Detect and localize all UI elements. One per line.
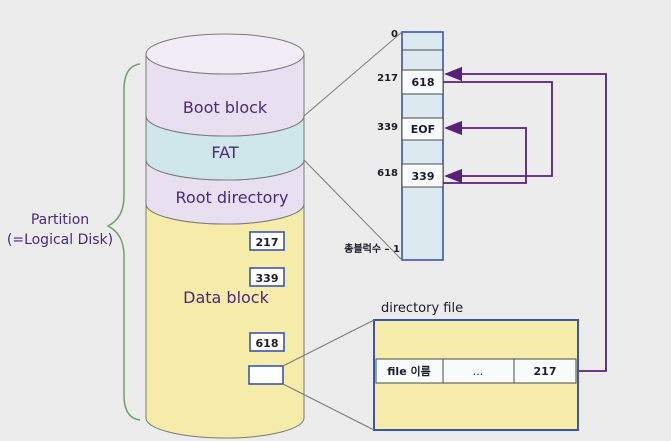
block-number-618: 618 bbox=[256, 337, 279, 350]
chain-arrow-618-to-339 bbox=[443, 81, 553, 184]
block-box-217 bbox=[249, 231, 285, 251]
chain-arrow-339-to-eof bbox=[443, 120, 527, 184]
block-box-339 bbox=[249, 267, 285, 287]
fat-index-0: 0 bbox=[391, 29, 398, 40]
block-number-217: 217 bbox=[256, 236, 279, 249]
fat-entry-618 bbox=[401, 163, 444, 188]
fat-index-339: 339 bbox=[377, 122, 398, 133]
fat-entry-value-618: 618 bbox=[412, 76, 435, 89]
block-number-339: 339 bbox=[256, 272, 279, 285]
fat-entry-value-eof: EOF bbox=[411, 123, 435, 136]
directory-entry-start-block: 217 bbox=[534, 365, 557, 378]
block-box-618 bbox=[249, 332, 285, 352]
fat-index-618: 618 bbox=[377, 168, 398, 179]
partition-label-line2: (=Logical Disk) bbox=[7, 232, 113, 248]
fat-connector-top bbox=[303, 31, 403, 117]
fat-entry-217 bbox=[401, 69, 444, 95]
root-directory-label: Root directory bbox=[176, 188, 289, 207]
partition-label-line1: Partition bbox=[31, 212, 89, 228]
fat-table bbox=[401, 31, 444, 261]
dir-connector-bottom bbox=[282, 383, 375, 431]
dir-connector-top bbox=[282, 319, 375, 367]
fat-entry-339 bbox=[401, 117, 444, 141]
empty-block-box bbox=[248, 365, 284, 385]
cylinder-top bbox=[145, 33, 305, 75]
directory-file-title: directory file bbox=[381, 301, 463, 316]
fat-index-last: 총블럭수 – 1 bbox=[344, 242, 400, 255]
partition-brace bbox=[106, 63, 141, 421]
fat-index-217: 217 bbox=[377, 73, 398, 84]
fat-connector-bottom bbox=[303, 159, 403, 261]
directory-entry-filename: file 이름 bbox=[387, 364, 430, 378]
data-block-label: Data block bbox=[183, 288, 269, 307]
boot-block-label: Boot block bbox=[183, 98, 268, 117]
fat-label: FAT bbox=[211, 143, 238, 162]
directory-entry-ellipsis: ... bbox=[473, 365, 484, 378]
start-arrow-to-217 bbox=[444, 66, 607, 372]
fat-entry-value-339: 339 bbox=[412, 170, 435, 183]
directory-entry-row bbox=[375, 358, 577, 384]
